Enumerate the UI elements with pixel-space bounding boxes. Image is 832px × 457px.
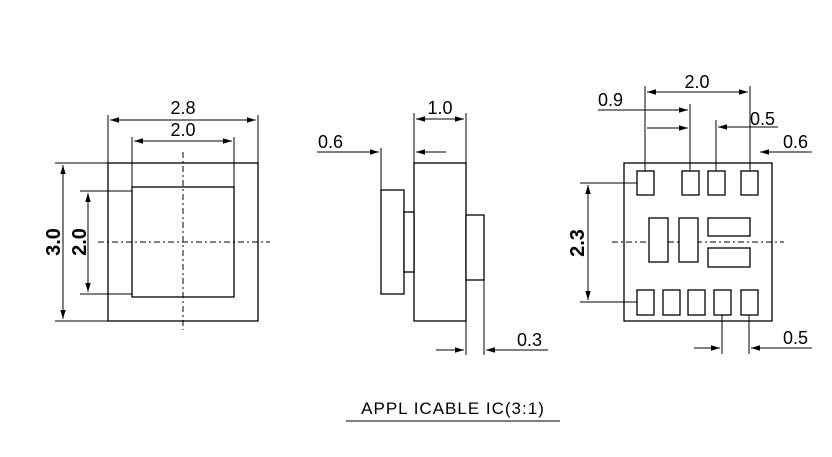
dim-footprint-span-top: 2.0	[684, 72, 709, 92]
dim-top-height-outer: 3.0	[43, 228, 65, 256]
pad-mid-3	[707, 217, 751, 237]
dim-footprint-pad-pitch: 0.5	[750, 109, 775, 129]
dim-side-top-width: 1.0	[427, 98, 452, 118]
dim-top-width-inner: 2.0	[170, 120, 195, 140]
dim-footprint-right-gap: 0.6	[783, 132, 808, 152]
dim-side-bottom-gap: 0.3	[517, 330, 542, 350]
side-view-left-step	[403, 211, 415, 273]
side-view-main-body	[413, 162, 467, 322]
pad-mid-4	[707, 247, 751, 268]
pad-top-3	[707, 170, 726, 196]
side-view: 1.0 0.6 0.3	[317, 98, 548, 355]
dim-footprint-bottom-pitch: 0.5	[783, 328, 808, 348]
pad-top-1	[636, 170, 655, 196]
pad-bottom-1	[636, 289, 655, 316]
dim-top-height-inner: 2.0	[69, 228, 91, 256]
dim-footprint-height: 2.3	[567, 229, 589, 257]
pad-top-4	[740, 170, 759, 196]
pad-bottom-3	[687, 289, 706, 316]
pad-top-2	[681, 170, 700, 196]
pad-bottom-2	[662, 289, 681, 316]
dim-side-left-gap: 0.6	[318, 132, 343, 152]
pad-bottom-5	[740, 289, 759, 316]
drawing-caption: APPL ICABLE IC(3:1)	[361, 399, 545, 418]
pad-mid-1	[648, 217, 669, 263]
footprint-view: 2.0 0.9 0.5 0.6 2.3 0.5	[567, 72, 812, 354]
dim-top-width-outer: 2.8	[170, 98, 195, 118]
side-view-left-part	[380, 189, 405, 295]
pad-mid-2	[678, 217, 699, 263]
side-view-right-part	[465, 214, 485, 281]
top-view: 2.8 2.0 3.0 2.0	[43, 98, 270, 330]
dim-footprint-left-pitch: 0.9	[598, 90, 623, 110]
pad-bottom-4	[713, 289, 732, 316]
